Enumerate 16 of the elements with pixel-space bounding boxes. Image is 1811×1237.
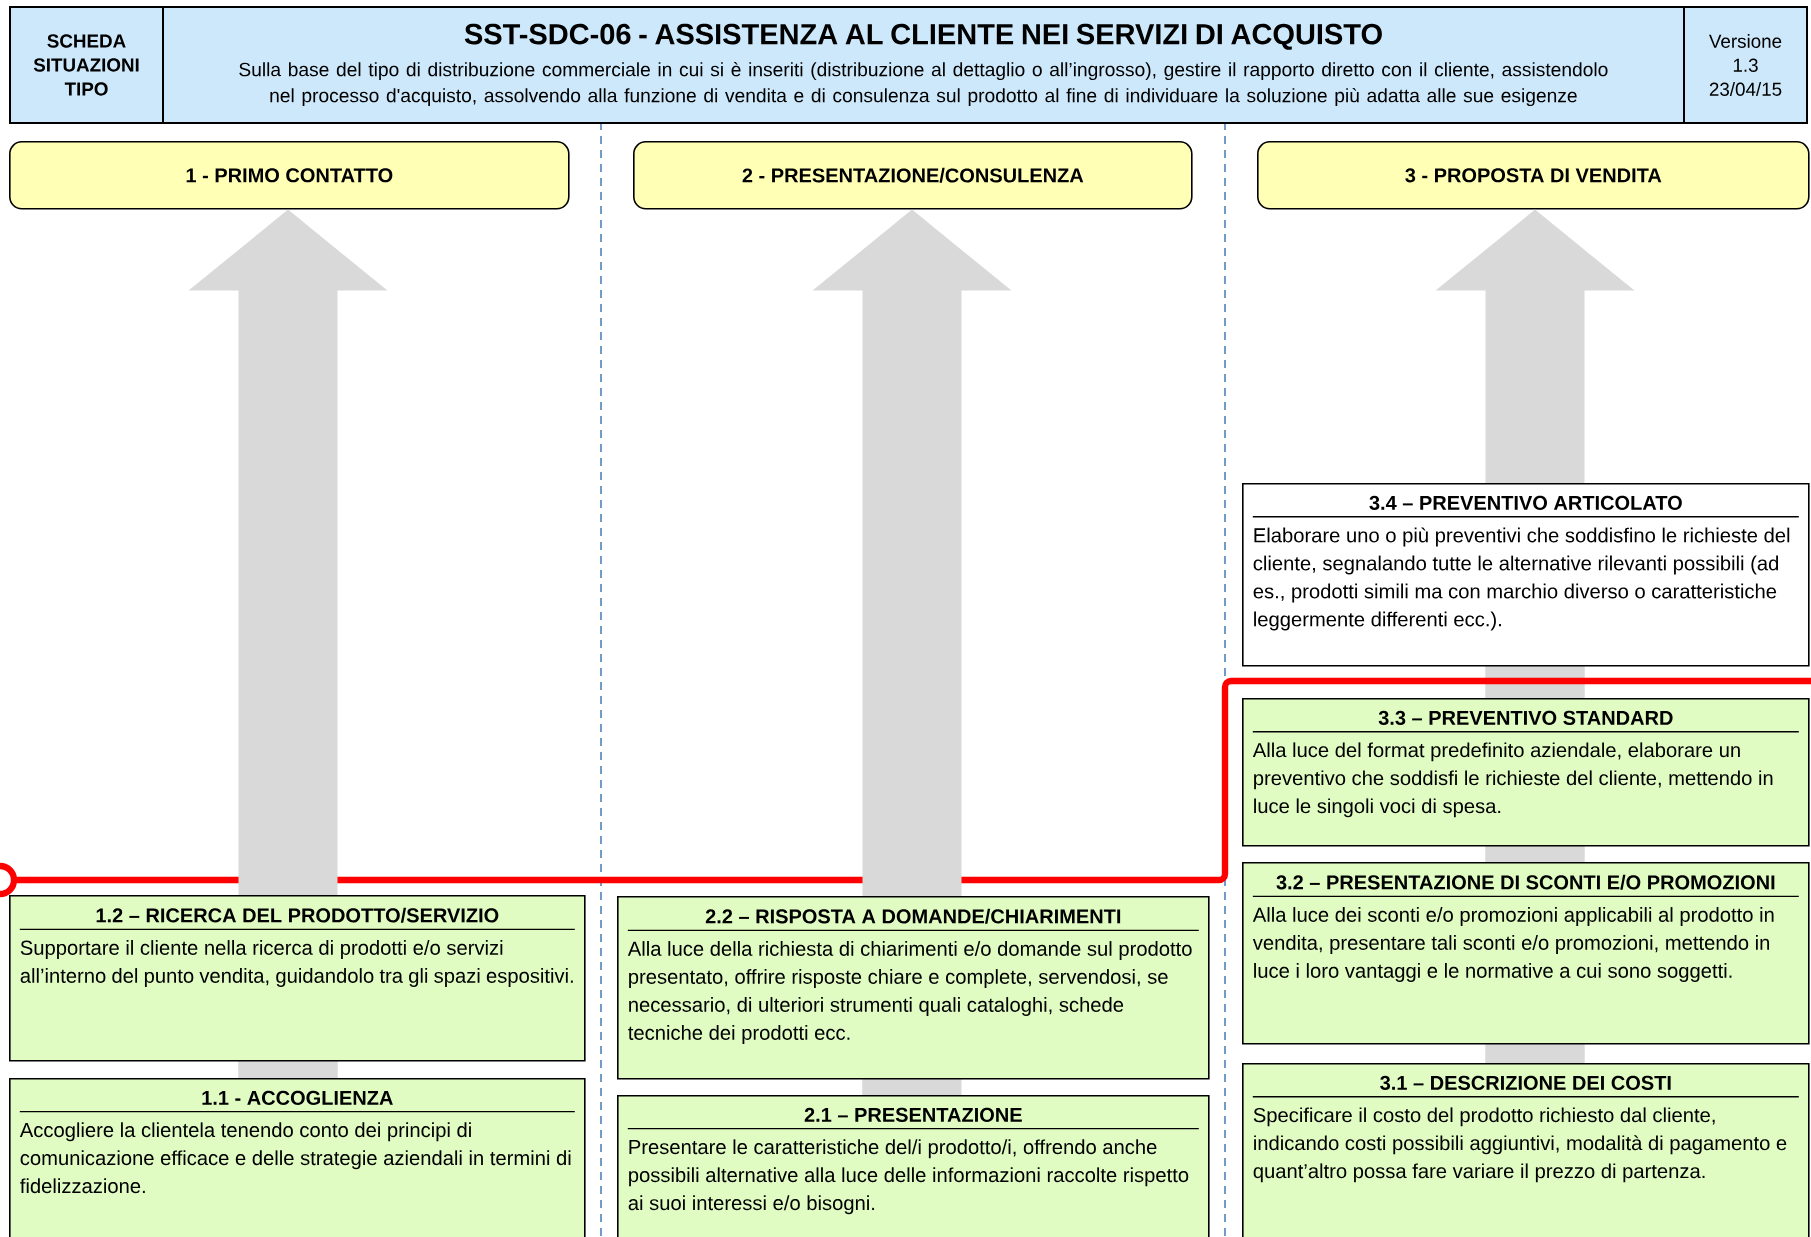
header-cell: Versione 1.3 23/04/15 [1683,6,1808,124]
block-arrow [1435,209,1635,483]
activity-box: 1.1 - ACCOGLIENZA Accogliere la clientela tenendo conto dei principi di comunicazione efficace e delle strategie aziendali in termini di fidelizzazione. [9,1078,586,1237]
phase-box: 2 - PRESENTAZIONE/CONSULENZA [633,141,1193,210]
phase-box: 1 - PRIMO CONTATTO [9,141,570,210]
activity-box: 3.4 – PREVENTIVO ARTICOLATO Elaborare uno o più preventivi che soddisfino le richieste del cliente, segnalando tutte le alternative rilevanti possibili (ad es., prodotti simili ma con marchio diverso o caratteristiche leggermente differenti ecc.). [1242,483,1810,667]
activity-box: 2.2 – RISPOSTA A DOMANDE/CHIARIMENTI Alla luce della richiesta di chiarimenti e/o domande sul prodotto presentato, offrire risposte chiare e complete, servendosi, se necessario, di ulteriori strumenti quali cataloghi, schede tecniche dei prodotti ecc. [617,896,1210,1080]
activity-box: 3.3 – PREVENTIVO STANDARD Alla luce del format predefinito aziendale, elaborare un preventivo che soddisfi le richieste del cliente, mettendo in luce le singoli voci di spesa. [1242,698,1810,847]
block-arrow [188,209,388,895]
phase-box: 3 - PROPOSTA DI VENDITA [1257,141,1810,210]
activity-box: 1.2 – RICERCA DEL PRODOTTO/SERVIZIO Supportare il cliente nella ricerca di prodotti e/o servizi all’interno del punto vendita, guidandolo tra gli spazi espositivi. [9,895,586,1062]
activity-box: 3.1 – DESCRIZIONE DEI COSTI Specificare il costo del prodotto richiesto dal cliente, indicando costi possibili aggiuntivi, modalità di pagamento e quant’altro possa fare variare il prezzo di partenza. [1242,1063,1810,1237]
activity-box: 2.1 – PRESENTAZIONE Presentare le caratteristiche del/i prodotto/i, offrendo anche possibili alternative alla luce delle informazioni raccolte rispetto ai suoi interessi e/o bisogni. [617,1095,1210,1237]
block-arrow [812,209,1012,896]
activity-box: 3.2 – PRESENTAZIONE DI SCONTI E/O PROMOZIONI Alla luce dei sconti e/o promozioni applicabili al prodotto in vendita, presentare tali sconti e/o promozioni, mettendo in luce i loro vantaggi e le normative a cui sono soggetti. [1242,862,1810,1045]
header-cell: SCHEDA SITUAZIONI TIPO [9,6,164,124]
